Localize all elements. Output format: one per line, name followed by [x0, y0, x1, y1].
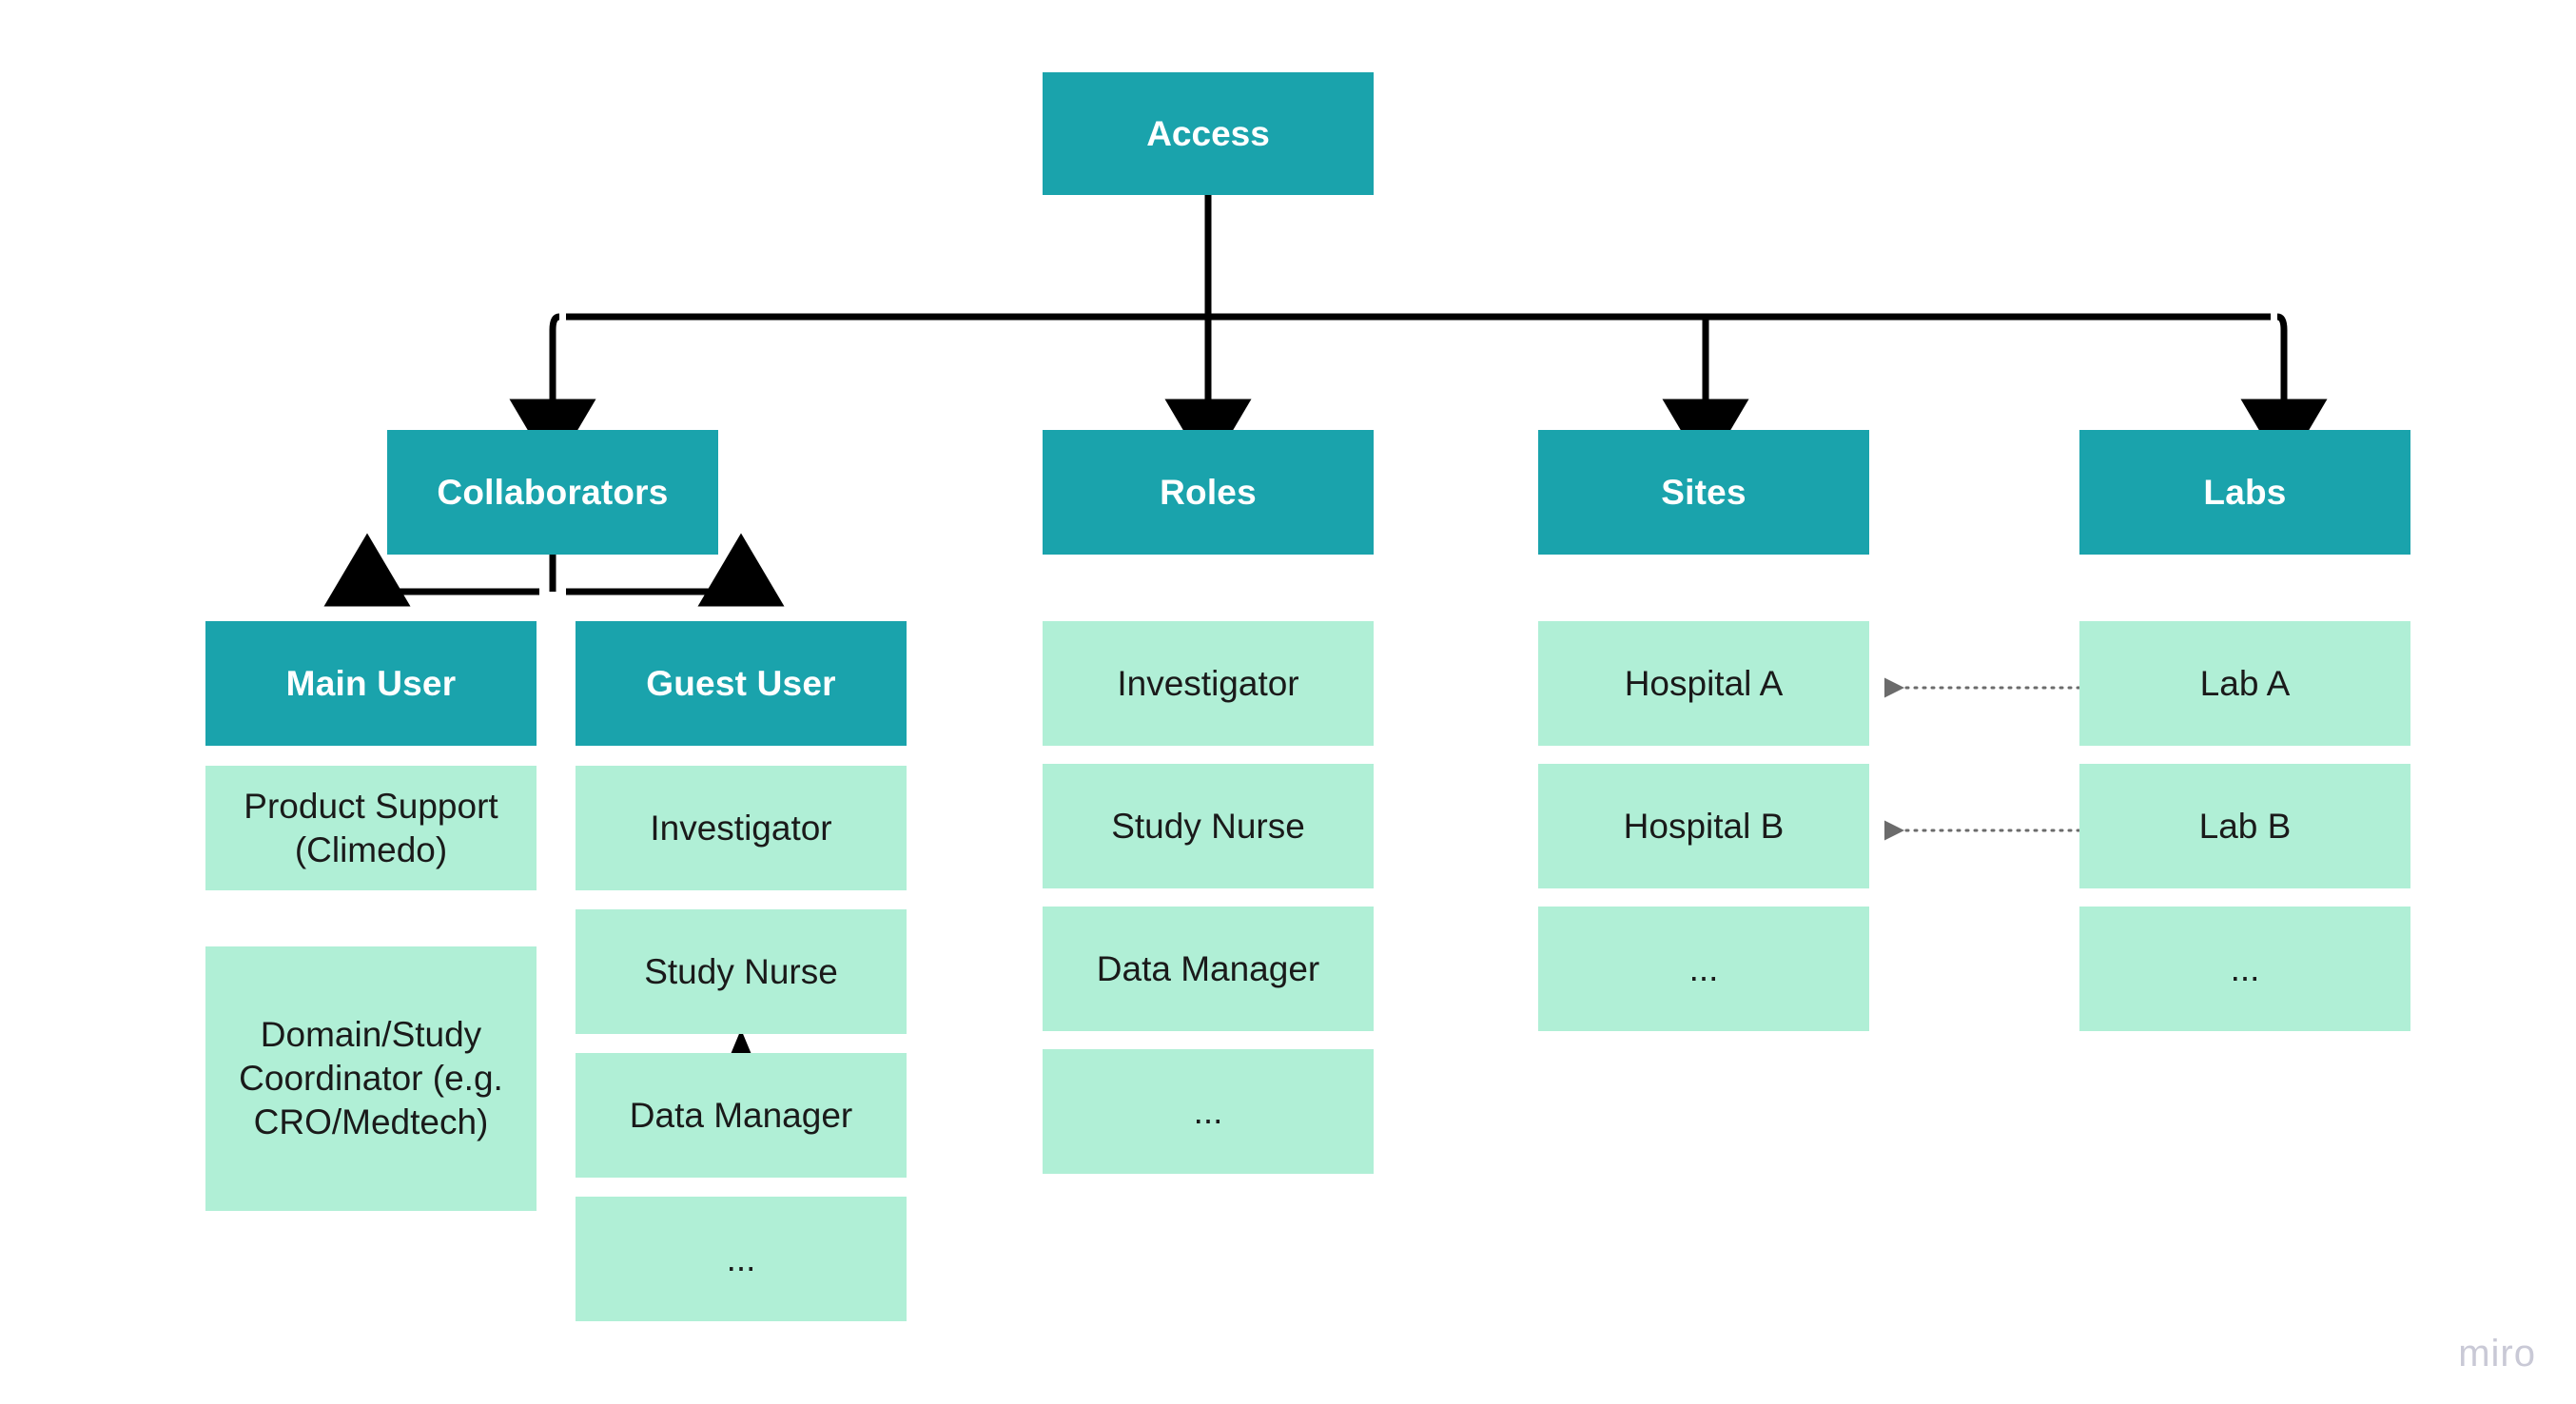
- node-label: ...: [2230, 948, 2260, 988]
- node-roles[interactable]: Roles: [1043, 430, 1374, 555]
- node-roles-item-1[interactable]: Study Nurse: [1043, 764, 1374, 888]
- node-label: Lab B: [2198, 806, 2292, 846]
- node-access[interactable]: Access: [1043, 72, 1374, 195]
- node-main-user-label: Main User: [285, 663, 457, 703]
- edge-collaborators-to-guest-user: [697, 533, 785, 607]
- node-label: Data Manager: [1096, 948, 1320, 988]
- node-roles-item-0[interactable]: Investigator: [1043, 621, 1374, 746]
- node-sites-item-0[interactable]: Hospital A: [1538, 621, 1869, 746]
- node-label: Product Support (Climedo): [244, 786, 498, 869]
- node-labs-label: Labs: [2203, 472, 2287, 512]
- node-label: Hospital B: [1623, 806, 1785, 846]
- node-sites-label: Sites: [1661, 472, 1747, 512]
- node-roles-label: Roles: [1160, 472, 1257, 512]
- node-labs[interactable]: Labs: [2079, 430, 2410, 555]
- node-guest-user-item-2[interactable]: Data Manager: [576, 1053, 907, 1178]
- node-roles-item-3[interactable]: ...: [1043, 1049, 1374, 1174]
- node-label: Investigator: [650, 808, 832, 848]
- node-roles-item-2[interactable]: Data Manager: [1043, 907, 1374, 1031]
- node-collaborators[interactable]: Collaborators: [387, 430, 718, 555]
- node-guest-user[interactable]: Guest User: [576, 621, 907, 746]
- node-guest-user-label: Guest User: [646, 663, 836, 703]
- node-label: ...: [1193, 1091, 1223, 1131]
- node-label: Study Nurse: [1111, 806, 1305, 846]
- node-collaborators-label: Collaborators: [437, 472, 669, 512]
- edge-bus-to-collaborators: [509, 313, 596, 473]
- edge-bus-to-labs: [2240, 313, 2328, 473]
- node-guest-user-item-1[interactable]: Study Nurse: [576, 909, 907, 1034]
- node-label: Lab A: [2199, 663, 2291, 703]
- node-main-user[interactable]: Main User: [205, 621, 537, 746]
- node-main-user-item-0[interactable]: Product Support (Climedo): [205, 766, 537, 890]
- node-sites-item-2[interactable]: ...: [1538, 907, 1869, 1031]
- node-guest-user-item-3[interactable]: ...: [576, 1197, 907, 1321]
- node-labs-item-2[interactable]: ...: [2079, 907, 2410, 1031]
- node-label: Data Manager: [629, 1095, 853, 1135]
- edge-collaborators-to-main-user: [323, 533, 411, 607]
- node-sites[interactable]: Sites: [1538, 430, 1869, 555]
- node-label: ...: [1688, 948, 1719, 988]
- node-label: ...: [726, 1238, 756, 1278]
- node-label: Domain/Study Coordinator (e.g. CRO/Medte…: [239, 1015, 503, 1141]
- node-guest-user-item-0[interactable]: Investigator: [576, 766, 907, 890]
- miro-watermark: miro: [2458, 1333, 2536, 1375]
- node-main-user-item-1[interactable]: Domain/Study Coordinator (e.g. CRO/Medte…: [205, 946, 537, 1211]
- node-label: Study Nurse: [644, 951, 838, 991]
- node-label: Investigator: [1117, 663, 1299, 703]
- node-sites-item-1[interactable]: Hospital B: [1538, 764, 1869, 888]
- node-labs-item-0[interactable]: Lab A: [2079, 621, 2410, 746]
- node-label: Hospital A: [1624, 663, 1784, 703]
- node-access-label: Access: [1146, 113, 1270, 153]
- node-labs-item-1[interactable]: Lab B: [2079, 764, 2410, 888]
